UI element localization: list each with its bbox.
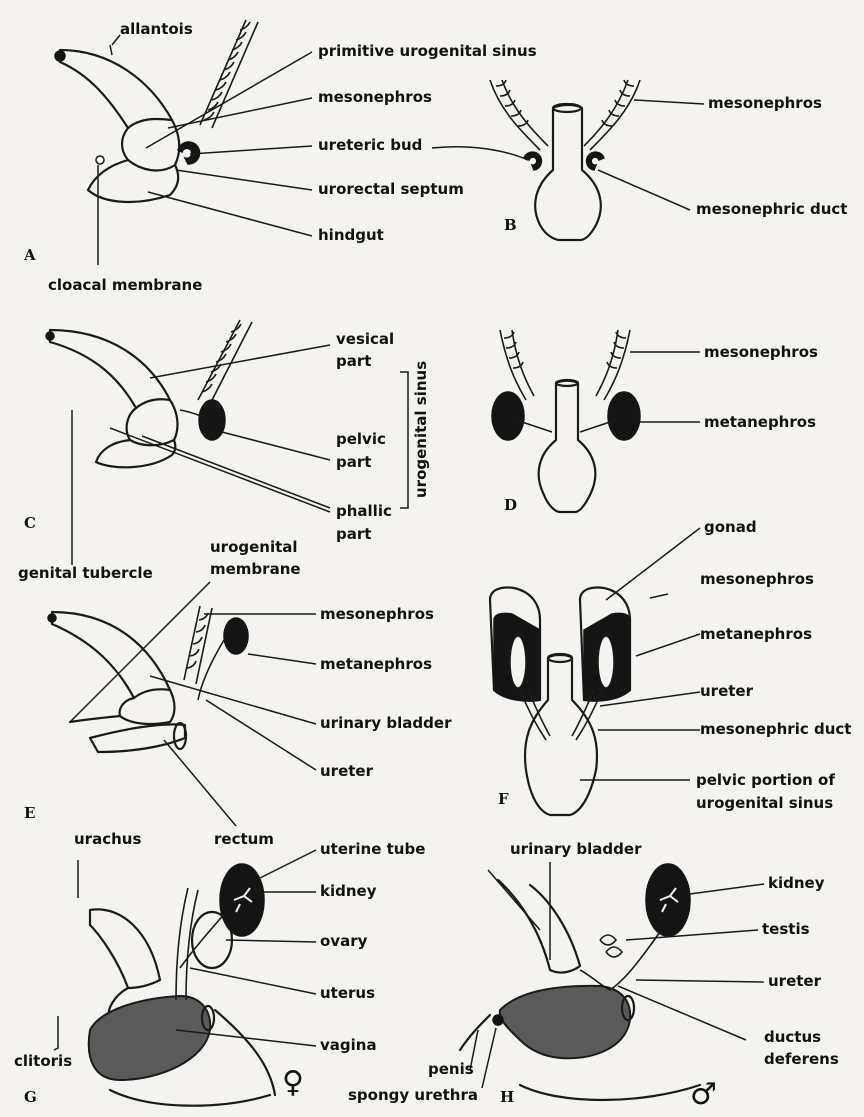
- label-ductus-deferens-line2: deferens: [764, 1052, 839, 1067]
- label-pelvic-part-line1: pelvic: [336, 432, 386, 447]
- label-testis: testis: [762, 922, 810, 937]
- label-penis: penis: [428, 1062, 474, 1077]
- panel-letter-b: B: [504, 218, 517, 233]
- label-rectum: rectum: [214, 832, 274, 847]
- male-symbol-icon: ♂: [690, 1080, 717, 1110]
- label-genital-tubercle: genital tubercle: [18, 566, 153, 581]
- label-e-mesonephros: mesonephros: [320, 607, 434, 622]
- label-f-mesonephros: mesonephros: [700, 572, 814, 587]
- label-uterine-tube: uterine tube: [320, 842, 425, 857]
- label-ureteric-bud: ureteric bud: [318, 138, 422, 153]
- label-vesical-part-line2: part: [336, 354, 371, 369]
- label-d-metanephros: metanephros: [704, 415, 816, 430]
- label-ductus-deferens-line1: ductus: [764, 1030, 821, 1045]
- label-f-ureter: ureter: [700, 684, 753, 699]
- label-gonad: gonad: [704, 520, 757, 535]
- label-d-mesonephros: mesonephros: [704, 345, 818, 360]
- label-ovary: ovary: [320, 934, 367, 949]
- label-spongy-urethra: spongy urethra: [348, 1088, 478, 1103]
- label-f-mesonephric-duct: mesonephric duct: [700, 722, 851, 737]
- label-phallic-part-line1: phallic: [336, 504, 392, 519]
- panel-g-drawing: [54, 860, 275, 1106]
- label-pelvic-portion-line1: pelvic portion of: [696, 773, 835, 788]
- label-g-kidney: kidney: [320, 884, 376, 899]
- label-e-ureter: ureter: [320, 764, 373, 779]
- label-pelvic-portion-line2: urogenital sinus: [696, 796, 833, 811]
- label-vesical-part-line1: vesical: [336, 332, 394, 347]
- label-urachus: urachus: [74, 832, 141, 847]
- label-e-urinary-bladder: urinary bladder: [320, 716, 451, 731]
- label-cloacal-membrane: cloacal membrane: [48, 278, 202, 293]
- panel-letter-e: E: [24, 806, 35, 821]
- panel-h-drawing: [460, 864, 700, 1100]
- label-urorectal-septum: urorectal septum: [318, 182, 464, 197]
- label-uterus: uterus: [320, 986, 375, 1001]
- label-e-metanephros: metanephros: [320, 657, 432, 672]
- panel-letter-d: D: [504, 498, 517, 513]
- panel-f-drawing: [490, 588, 630, 816]
- panel-letter-c: C: [24, 516, 36, 531]
- panel-d-drawing: [492, 330, 640, 512]
- label-urogenital-membrane-line2: membrane: [210, 562, 301, 577]
- label-a-mesonephros: mesonephros: [318, 90, 432, 105]
- label-h-ureter: ureter: [768, 974, 821, 989]
- panel-letter-h: H: [500, 1090, 514, 1105]
- label-b-mesonephros: mesonephros: [708, 96, 822, 111]
- panel-letter-g: G: [24, 1090, 37, 1105]
- label-urogenital-membrane-line1: urogenital: [210, 540, 298, 555]
- label-pelvic-part-line2: part: [336, 455, 371, 470]
- panel-letter-f: F: [498, 792, 509, 807]
- panel-e-drawing: [48, 582, 248, 752]
- label-urogenital-sinus: urogenital sinus: [414, 361, 429, 498]
- female-symbol-icon: ♀: [282, 1068, 304, 1098]
- label-vagina: vagina: [320, 1038, 377, 1053]
- panel-letter-a: A: [24, 248, 36, 263]
- label-h-urinary-bladder: urinary bladder: [510, 842, 641, 857]
- label-b-mesonephric-duct: mesonephric duct: [696, 202, 847, 217]
- label-h-kidney: kidney: [768, 876, 824, 891]
- label-hindgut: hindgut: [318, 228, 384, 243]
- label-f-metanephros: metanephros: [700, 627, 812, 642]
- label-clitoris: clitoris: [14, 1054, 72, 1069]
- label-phallic-part-line2: part: [336, 527, 371, 542]
- label-primitive-urogenital-sinus: primitive urogenital sinus: [318, 44, 537, 59]
- label-allantois: allantois: [120, 22, 193, 37]
